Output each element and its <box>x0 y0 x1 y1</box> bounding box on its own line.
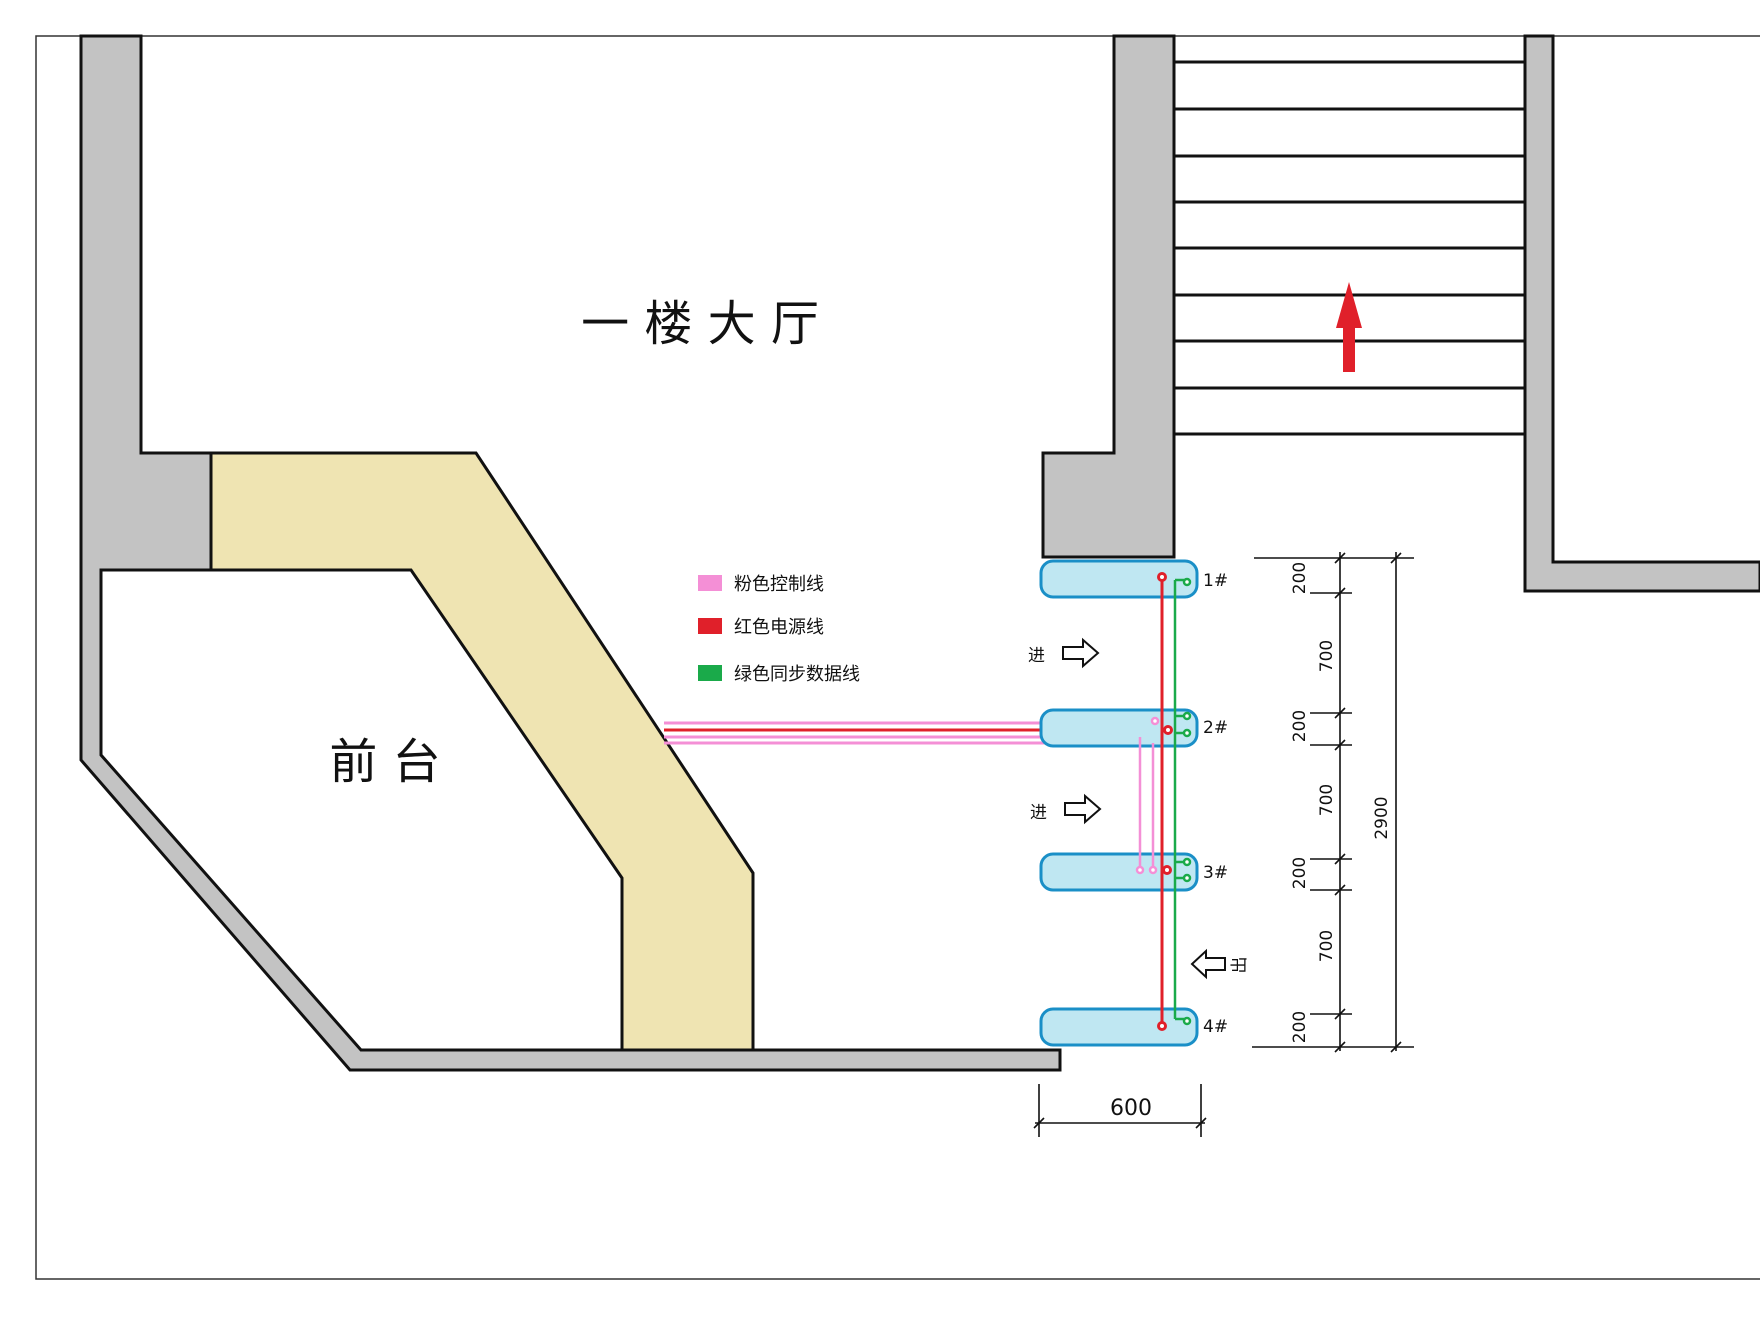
control-lines <box>1135 716 1160 875</box>
legend-swatch-red <box>698 618 722 634</box>
gate-1-label: 1# <box>1203 571 1228 591</box>
arrow-up-icon <box>1336 282 1362 372</box>
arrow-left-icon <box>1190 948 1226 980</box>
reception-counter <box>209 451 755 1052</box>
width-dimension <box>1033 1084 1207 1137</box>
dim-total: 2900 <box>1372 796 1392 839</box>
gate-1 <box>1039 559 1199 599</box>
legend: 粉色控制线 红色电源线 绿色同步数据线 <box>698 574 860 685</box>
power-lines <box>1157 572 1173 1031</box>
legend-swatch-green <box>698 665 722 681</box>
arrow-right-icon <box>1062 637 1100 669</box>
dim-width: 600 <box>1110 1096 1152 1121</box>
dim-segment-1: 200 <box>1290 562 1310 594</box>
gate-2-label: 2# <box>1203 718 1228 738</box>
gate-4-label: 4# <box>1203 1017 1228 1037</box>
gate-3-label: 3# <box>1203 863 1228 883</box>
lobby-label: 一 楼 大 厅 <box>581 296 819 352</box>
legend-label-sync: 绿色同步数据线 <box>734 664 860 685</box>
dimension-chain <box>1252 552 1414 1053</box>
dim-segment-2: 700 <box>1317 640 1337 672</box>
staircase <box>1174 60 1525 436</box>
gate-2 <box>1039 708 1199 748</box>
legend-label-power: 红色电源线 <box>734 617 824 638</box>
legend-swatch-pink <box>698 575 722 591</box>
reception-label: 前 台 <box>329 734 440 790</box>
dim-segment-5: 200 <box>1290 857 1310 889</box>
gate-3 <box>1039 852 1199 892</box>
direction-in-top-label: 进 <box>1028 646 1045 666</box>
dim-segment-6: 700 <box>1317 930 1337 962</box>
direction-in-middle-label: 进 <box>1030 803 1047 823</box>
dim-segment-7: 200 <box>1290 1011 1310 1043</box>
central-wall <box>1041 34 1176 559</box>
direction-out-label: 出 <box>1230 957 1250 974</box>
drawing-frame <box>35 35 1760 1280</box>
legend-label-control: 粉色控制线 <box>734 574 824 595</box>
dim-segment-3: 200 <box>1290 710 1310 742</box>
gate-4 <box>1039 1007 1199 1047</box>
right-wall <box>1523 34 1760 593</box>
left-wall <box>79 34 1062 1072</box>
arrow-right-icon <box>1064 793 1102 825</box>
dim-segment-4: 700 <box>1317 784 1337 816</box>
sync-lines <box>1173 577 1192 1026</box>
